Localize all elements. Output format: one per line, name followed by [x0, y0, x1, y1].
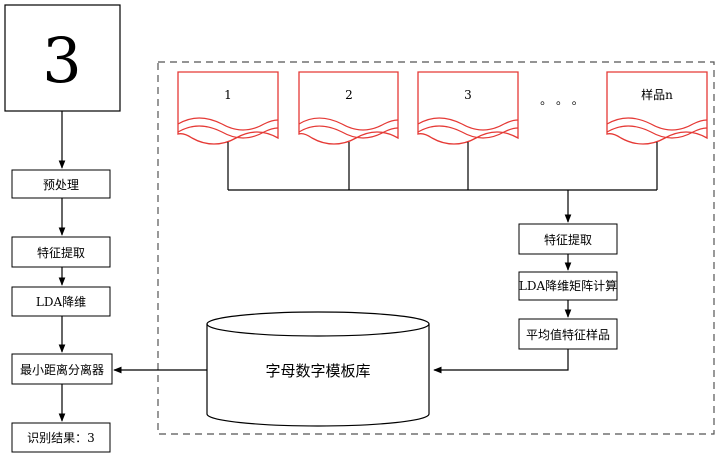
right-step-label: 平均值特征样品 [526, 327, 610, 342]
left-step-label: 特征提取 [37, 245, 85, 260]
sample-document-1: 1 [177, 71, 279, 145]
sample-document-2: 2 [298, 71, 399, 145]
sample-label: 样品n [641, 87, 673, 102]
mean-to-database-connector [433, 349, 569, 374]
sample-document-3: 3 [417, 71, 519, 145]
left-step-label: 最小距离分离器 [20, 362, 104, 377]
sample-label: 2 [345, 88, 353, 102]
left-step-min-distance-classifier: 最小距离分离器 [11, 353, 113, 385]
left-step-label: 预处理 [43, 178, 79, 192]
sample-document-n: 样品n [606, 71, 708, 145]
left-step-preprocess: 预处理 [11, 169, 111, 199]
input-digit: 3 [42, 24, 81, 97]
right-step-label: 特征提取 [544, 232, 592, 247]
right-step-lda-matrix: LDA降维矩阵计算 [518, 271, 618, 301]
left-step-label: LDA降维 [36, 295, 86, 309]
right-step-feature-extraction: 特征提取 [518, 223, 618, 255]
template-database-cylinder: 字母数字模板库 [206, 311, 430, 427]
sample-label: 3 [464, 88, 472, 102]
sample-label: 1 [224, 88, 232, 102]
left-step-label: 识别结果：3 [27, 431, 95, 445]
right-step-mean-feature-sample: 平均值特征样品 [518, 318, 618, 350]
left-step-result: 识别结果：3 [11, 422, 111, 453]
samples-ellipsis: 。 。 。 [540, 93, 584, 107]
training-region-border [157, 61, 715, 435]
left-step-feature-extraction: 特征提取 [11, 236, 111, 268]
right-step-label: LDA降维矩阵计算 [519, 278, 617, 293]
sample-connectors [227, 142, 658, 223]
left-step-lda: LDA降维 [11, 286, 111, 317]
database-label: 字母数字模板库 [265, 362, 370, 380]
